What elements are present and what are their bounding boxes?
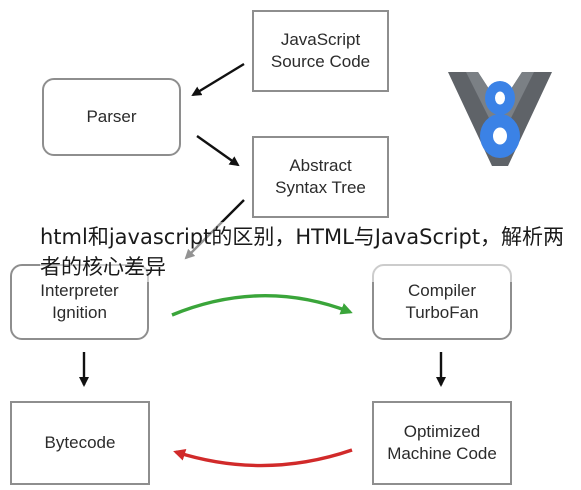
node-optimized-machine-code: Optimized Machine Code [372, 401, 512, 485]
node-bytecode: Bytecode [10, 401, 150, 485]
node-label-line: Ignition [52, 303, 107, 322]
arrow-source-to-parser [191, 62, 245, 97]
node-label-line: Machine Code [387, 444, 497, 463]
node-label-line: Source Code [270, 52, 371, 71]
node-label-line: Interpreter [40, 281, 119, 300]
overlay-caption: html和javascript的区别，HTML与JavaScript，解析两者的… [40, 222, 581, 282]
v8-logo-icon [448, 72, 552, 166]
node-javascript-source-code: JavaScript Source Code [252, 10, 389, 92]
arrow-interpreter-to-compiler [171, 294, 353, 317]
node-label-line: JavaScript [280, 30, 361, 49]
node-label-line: Optimized [403, 422, 481, 441]
node-label-line: Parser [86, 107, 137, 126]
node-label-line: Compiler [407, 281, 477, 300]
node-label-line: Bytecode [44, 433, 116, 452]
node-parser: Parser [42, 78, 181, 156]
arrow-parser-to-ast [196, 135, 240, 167]
node-label-line: TurboFan [405, 303, 479, 322]
node-abstract-syntax-tree: Abstract Syntax Tree [252, 136, 389, 218]
node-label-line: Abstract [289, 156, 352, 175]
node-label-line: Syntax Tree [275, 178, 366, 197]
arrow-machine-code-to-bytecode [173, 448, 353, 468]
